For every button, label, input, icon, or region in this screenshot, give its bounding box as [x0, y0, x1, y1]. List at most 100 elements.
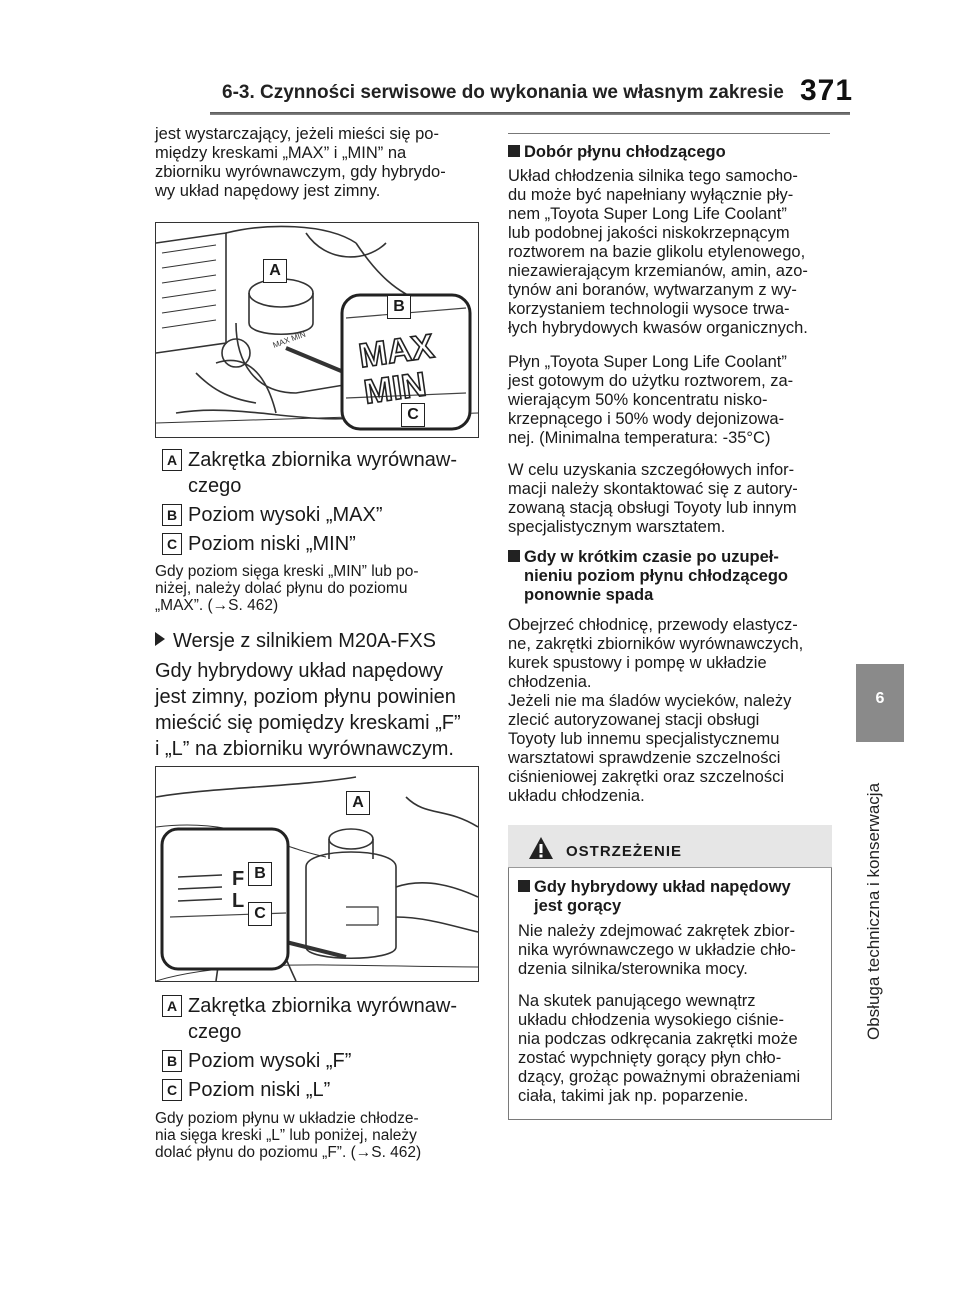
- coolant-tank-figure-1: MAX MIN MAX MIN A B C: [155, 222, 479, 438]
- legend-item-c: Poziom niski „MIN”: [188, 533, 356, 555]
- warning-paragraph-2: Na skutek panującego wewnątrz układu chł…: [518, 992, 828, 1106]
- legend-item-b: Poziom wysoki „MAX”: [188, 504, 383, 526]
- variant-heading-text: Wersje z silnikiem M20A-FXS: [173, 630, 437, 652]
- legend-badge-b: B: [162, 1050, 182, 1072]
- warning-triangle-icon: [529, 837, 553, 859]
- text-line: ciśnieniowej zakrętki oraz szczelności: [508, 768, 785, 786]
- callout-b: B: [387, 295, 411, 319]
- text-line: układu chłodzenia.: [508, 787, 645, 805]
- legend-item-a: Zakrętka zbiornika wyrównaw- czego: [188, 993, 457, 1045]
- legend-badge-b: B: [162, 504, 182, 526]
- text-line: czego: [188, 1021, 242, 1043]
- warning-title: OSTRZEŻENIE: [566, 843, 683, 860]
- callout-c: C: [401, 403, 425, 427]
- legend-badge-c: C: [162, 1079, 182, 1101]
- text-line: jest zimny, poziom płynu powinien: [155, 686, 456, 708]
- text-line: nem „Toyota Super Long Life Coolant”: [508, 205, 787, 223]
- heading-text: ponownie spada: [524, 586, 654, 604]
- text-line: wierającym 50% koncentratu nisko-: [508, 391, 768, 409]
- text-line: zowaną stacją obsługi Toyoty lub innym: [508, 499, 797, 517]
- coolant-drop-paragraph: Obejrzeć chłodnicę, przewody elastycz- n…: [508, 616, 838, 806]
- intro-paragraph: jest wystarczający, jeżeli mieści się po…: [155, 125, 495, 201]
- text-line: specjalistycznym warsztatem.: [508, 518, 726, 536]
- callout-a: A: [346, 791, 370, 815]
- text-line: warsztatowi sprawdzenie szczelności: [508, 749, 781, 767]
- chapter-number: 6: [875, 690, 885, 707]
- text-line: łych hybrydowych kwasów organicznych.: [508, 319, 808, 337]
- text-line: Gdy poziom płynu w układzie chłodze-: [155, 1110, 419, 1127]
- text-line: Układ chłodzenia silnika tego samocho-: [508, 167, 798, 185]
- legend-badge-c: C: [162, 533, 182, 555]
- section-title: 6-3. Czynności serwisowe do wykonania we…: [222, 82, 784, 103]
- text-line: niezawierającym krzemianów, amin, azo-: [508, 262, 808, 280]
- text-line: kurek spustowy i pompę w układzie: [508, 654, 767, 672]
- legend-item-a: Zakrętka zbiornika wyrównaw- czego: [188, 447, 457, 499]
- text-line: tynów ani boranów, wytwarzanym z wy-: [508, 281, 797, 299]
- text-line: zlecić autoryzowanej stacji obsługi: [508, 711, 760, 729]
- warning-heading: Gdy hybrydowy układ napędowy jest gorący: [518, 878, 818, 916]
- text-line: ciała, takimi jak np. poparzenie.: [518, 1087, 749, 1105]
- text-line: nej. (Minimalna temperatura: -35°C): [508, 429, 771, 447]
- text-line: Zakrętka zbiornika wyrównaw-: [188, 995, 457, 1017]
- text-line: jest wystarczający, jeżeli mieści się po…: [155, 125, 439, 143]
- text-line: W celu uzyskania szczegółowych infor-: [508, 461, 795, 479]
- square-bullet-icon: [508, 145, 520, 157]
- text-line: i „L” na zbiorniku wyrównawczym.: [155, 738, 454, 760]
- text-line: niżej, należy dolać płynu do poziomu: [155, 580, 408, 597]
- coolant-tank-figure-2: F L A B C: [155, 766, 479, 982]
- text-line: korzystaniem technologii wysoce trwa-: [508, 300, 790, 318]
- text-line: macji należy skontaktować się z autory-: [508, 480, 798, 498]
- heading-text: Gdy hybrydowy układ napędowy: [534, 878, 791, 896]
- column-rule: [508, 133, 830, 134]
- note-1: Gdy poziom sięga kreski „MIN” lub po- ni…: [155, 563, 495, 614]
- coolant-drop-heading: Gdy w krótkim czasie po uzupeł- nieniu p…: [508, 548, 838, 605]
- square-bullet-icon: [508, 550, 520, 562]
- text-line: roztworem na bazie glikolu etylenowego,: [508, 243, 806, 261]
- text-line: ne, zakrętki zbiorników wyrównawczych,: [508, 635, 804, 653]
- legend-item-b: Poziom wysoki „F”: [188, 1050, 352, 1072]
- variant-paragraph: Gdy hybrydowy układ napędowy jest zimny,…: [155, 658, 495, 762]
- note-2: Gdy poziom płynu w układzie chłodze- nia…: [155, 1110, 495, 1161]
- text-line: Gdy poziom sięga kreski „MIN” lub po-: [155, 563, 419, 580]
- chapter-label: Obsługa techniczna i konserwacja: [864, 782, 883, 1040]
- text-line: Zakrętka zbiornika wyrównaw-: [188, 449, 457, 471]
- triangle-bullet-icon: [155, 632, 165, 646]
- legend-item-c: Poziom niski „L”: [188, 1079, 331, 1101]
- variant-heading: Wersje z silnikiem M20A-FXS: [155, 628, 436, 654]
- heading-text: Gdy w krótkim czasie po uzupeł-: [524, 548, 779, 566]
- text-line: Toyoty lub innemu specjalistycznemu: [508, 730, 780, 748]
- text-line: układu chłodzenia wysokiego ciśnie-: [518, 1011, 784, 1029]
- text-line: jest gotowym do użytku roztworem, za-: [508, 372, 794, 390]
- coolant-paragraph-3: W celu uzyskania szczegółowych infor- ma…: [508, 461, 838, 537]
- callout-c: C: [248, 902, 272, 926]
- text-line: nika wyrównawczego w układzie chło-: [518, 941, 796, 959]
- text-line: dolać płynu do poziomu „F”. (→S. 462): [155, 1144, 422, 1161]
- text-line: Nie należy zdejmować zakrętek zbior-: [518, 922, 795, 940]
- square-bullet-icon: [518, 880, 530, 892]
- heading-text: jest gorący: [534, 897, 622, 915]
- text-line: Jeżeli nie ma śladów wycieków, należy: [508, 692, 792, 710]
- callout-a: A: [263, 259, 287, 283]
- text-line: Płyn „Toyota Super Long Life Coolant”: [508, 353, 787, 371]
- text-line: lub podobnej jakości niskokrzepnącym: [508, 224, 790, 242]
- figure-2-drawing: F L: [156, 776, 478, 981]
- page-number: 371: [800, 74, 854, 107]
- text-line: du może być napełniany wyłącznie pły-: [508, 186, 794, 204]
- legend-badge-a: A: [162, 995, 182, 1017]
- figure-1-drawing: MAX MIN MAX MIN: [156, 225, 478, 431]
- f-mark: F: [232, 868, 244, 890]
- coolant-paragraph-2: Płyn „Toyota Super Long Life Coolant” je…: [508, 353, 838, 448]
- coolant-paragraph-1: Układ chłodzenia silnika tego samocho- d…: [508, 167, 838, 338]
- text-line: chłodzenia.: [508, 673, 592, 691]
- heading-text: Dobór płynu chłodzącego: [524, 143, 726, 161]
- text-line: Gdy hybrydowy układ napędowy: [155, 660, 443, 682]
- text-line: dzący, grożąc poważnymi obrażeniami: [518, 1068, 801, 1086]
- text-line: zbiorniku wyrównawczym, gdy hybrydo-: [155, 163, 446, 181]
- callout-b: B: [248, 862, 272, 886]
- legend-badge-a: A: [162, 449, 182, 471]
- l-mark: L: [232, 890, 244, 912]
- text-line: krzepnącego i 50% wody dejonizowa-: [508, 410, 785, 428]
- text-line: wy układ napędowy jest zimny.: [155, 182, 381, 200]
- coolant-selection-heading: Dobór płynu chłodzącego: [508, 143, 726, 162]
- text-line: dzenia silnika/sterownika mocy.: [518, 960, 748, 978]
